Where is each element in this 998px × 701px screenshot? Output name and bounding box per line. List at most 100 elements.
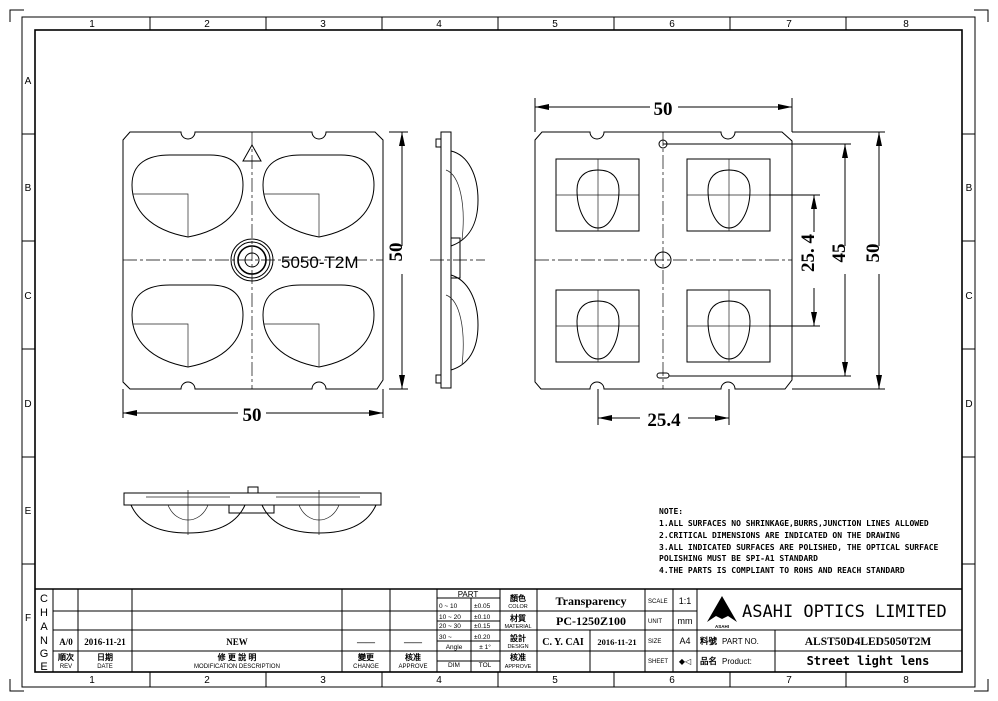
design-label: DESIGN [507,644,528,650]
unit-label: UNIT [648,619,662,625]
dimension-label: 50 [386,243,407,262]
approve-label: APPROVE [505,664,532,670]
sheet-label: SHEET [648,659,668,665]
center-boss [230,238,274,282]
scale-value: 1:1 [679,596,692,606]
direction-arrow-icon [242,143,262,162]
dimension-label: 25.4 [647,410,681,431]
change-label: G [40,648,49,660]
material-label: MATERIAL [504,624,531,630]
date-header: DATE [97,664,113,670]
column-label: 2 [204,675,210,686]
change-header-cn: 變更 [357,652,375,662]
rev-value: A/0 [59,637,73,647]
row-label: D [965,399,972,410]
date-value: 2016-11-21 [84,637,126,647]
note-line: 4.THE PARTS IS COMPLIANT TO ROHS AND REA… [659,566,905,575]
note-line: 3.ALL INDICATED SURFACES ARE POLISHED, T… [659,543,939,552]
change-label: N [40,635,48,647]
scale-label: SCALE [648,599,668,605]
projection-symbol-icon: ◆◁ [679,657,692,666]
note-line: 2.CRITICAL DIMENSIONS ARE INDICATED ON T… [659,531,900,540]
tolerance-dim: 10 ~ 20 [439,614,461,621]
color-label: COLOR [508,604,528,610]
row-label: B [25,183,32,194]
color-value: Transparency [556,594,627,608]
tolerance-dim: Angle [446,644,463,651]
row-label: C [965,291,972,302]
unit-value: mm [678,616,693,626]
tolerance-tol: ± 1° [479,643,491,651]
note-line: 1.ALL SURFACES NO SHRINKAGE,BURRS,JUNCTI… [659,519,929,528]
tolerance-title: PART [458,590,479,599]
column-label: 1 [89,19,95,30]
description-value: NEW [226,637,248,647]
description-header-cn: 修 更 說 明 [217,652,257,662]
dimension-label: 50 [654,99,673,120]
approve-label-cn: 核准 [510,652,526,662]
size-label: SIZE [648,639,661,645]
note-line: POLISHING MUST BE SPI-A1 STANDARD [659,554,818,563]
designer-value: C. Y. CAI [542,637,584,648]
column-label: 6 [669,675,675,686]
column-label: 8 [903,675,909,686]
row-label: B [966,183,973,194]
approve-header: APPROVE [398,664,427,670]
change-block: C H A N G E A/0 2016-11-21 NEW —— —— 順次 … [40,593,428,673]
dimension-pitch-y: 25. 4 [798,195,824,326]
approve-header-cn: 核准 [405,652,421,662]
title-block-grid [35,588,962,672]
dimension-label: 50 [243,405,262,426]
dimension-width: 50 [123,403,383,426]
part-no-label: PART NO. [722,637,759,646]
color-label-cn: 顏色 [509,593,526,603]
tolerance-dim: 20 ~ 30 [439,623,461,630]
change-label: A [40,621,48,633]
column-label: 7 [786,19,792,30]
rev-header: REV [60,664,72,670]
lens-cell [131,154,244,238]
company-logo: ASAHI [707,596,737,629]
tolerance-tol: ±0.05 [474,603,491,610]
dimension-pitch-x: 25.4 [598,408,729,431]
tolerance-tol: ±0.10 [474,614,491,621]
row-label: C [24,291,31,302]
dim-header: DIM [448,662,460,669]
bottom-view [123,486,382,535]
row-label: E [25,506,32,517]
approve-value: —— [403,637,423,647]
rev-header-cn: 順次 [58,652,74,662]
tolerance-table: PART 0 ~ 10 ±0.05 10 ~ 20 ±0.10 20 ~ 30 … [439,590,492,669]
drawing-frame: 1 2 3 4 5 6 7 8 1 2 3 4 5 6 7 8 A B C D … [9,9,989,692]
column-label: 6 [669,19,675,30]
dimension-width: 50 [535,97,792,120]
tolerance-tol: ±0.20 [474,634,491,641]
product-value: Street light lens [807,654,930,668]
size-value: A4 [679,636,690,646]
column-label: 4 [436,675,442,686]
part-no-value: ALST50D4LED5050T2M [805,636,932,648]
row-label: A [25,76,32,87]
material-value: PC-1250Z100 [556,614,626,628]
material-label-cn: 材質 [510,613,526,623]
column-label: 3 [320,19,326,30]
description-header: MODIFICATION DESCRIPTION [194,664,280,670]
change-header: CHANGE [353,664,379,670]
tolerance-tol: ±0.15 [474,623,491,630]
product-label-cn: 品名 [700,656,717,666]
design-label-cn: 設計 [510,633,526,643]
change-value: —— [356,637,376,647]
dimension-height: 50 [863,132,889,389]
design-date-value: 2016-11-21 [597,637,636,647]
column-label: 2 [204,19,210,30]
side-view [430,131,485,389]
dimension-label: 45 [829,244,850,263]
column-label: 8 [903,19,909,30]
logo-text: ASAHI [715,624,729,629]
dimension-hole-spacing: 45 [829,144,855,376]
dimension-label: 25. 4 [798,234,819,273]
dimension-height: 50 [386,132,412,389]
column-label: 7 [786,675,792,686]
column-label: 5 [552,19,558,30]
